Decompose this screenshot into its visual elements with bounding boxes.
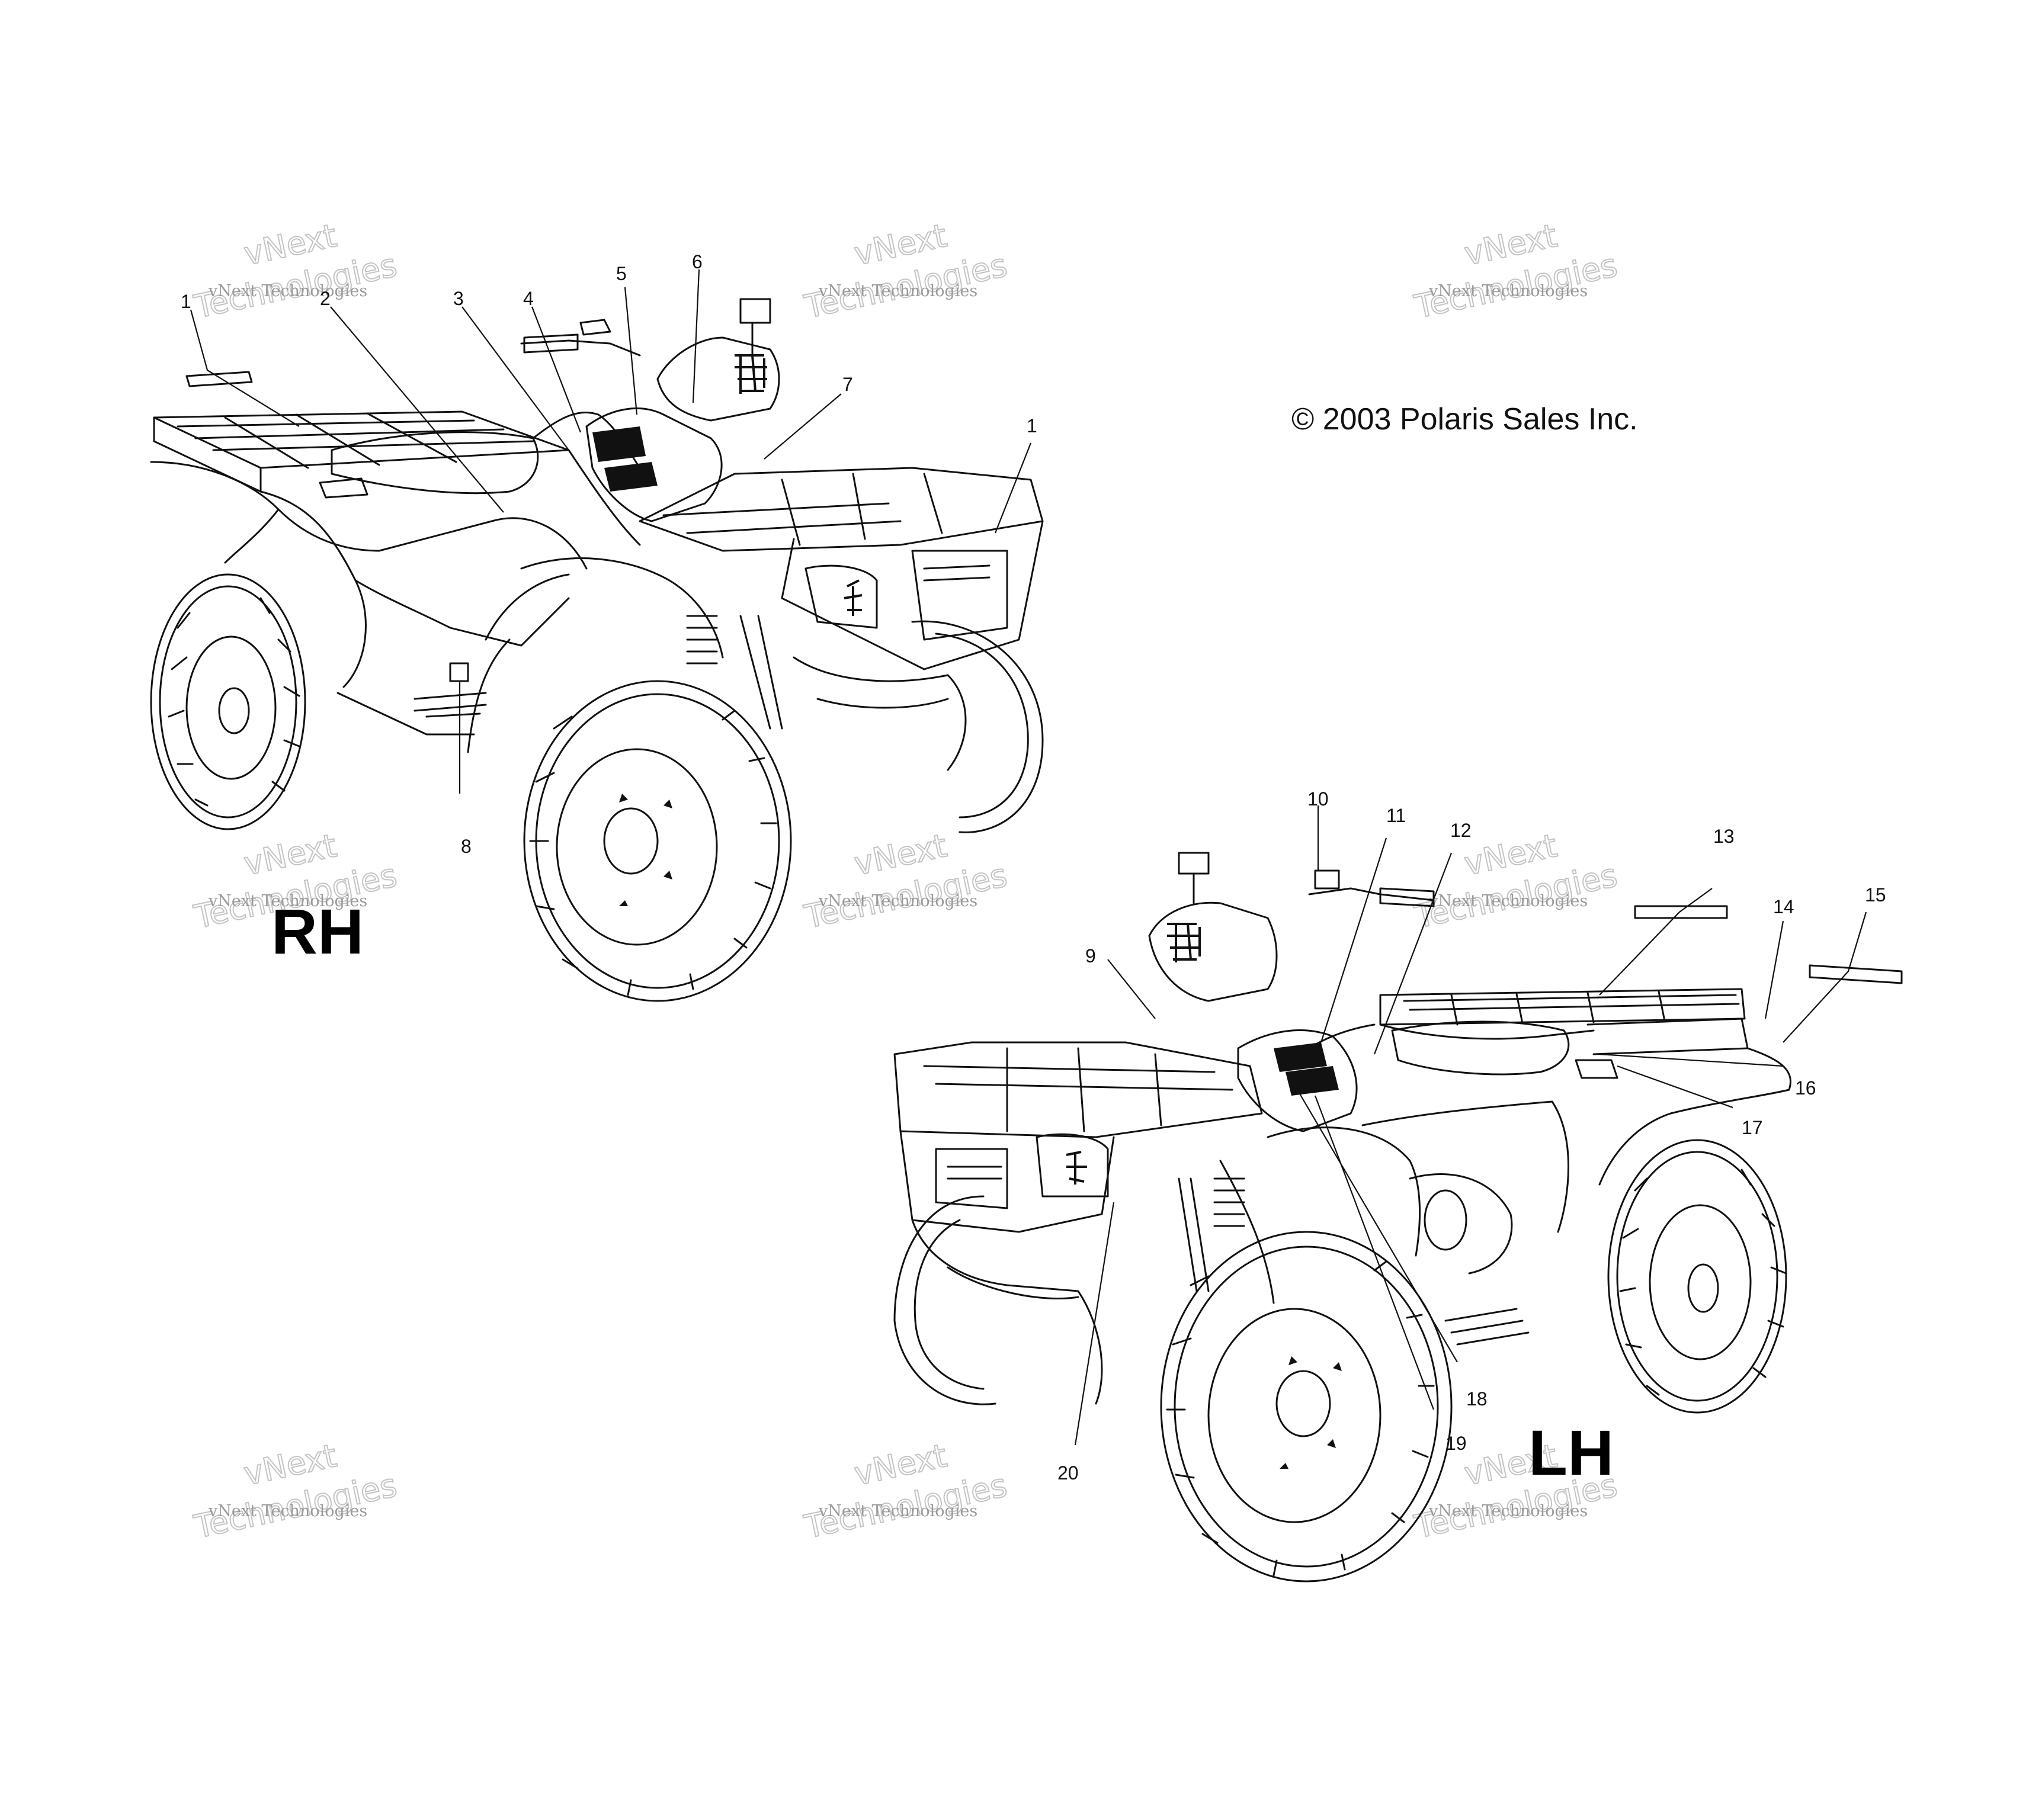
far-front-wheel bbox=[911, 620, 1044, 833]
rear-wheel bbox=[1607, 1139, 1787, 1414]
callout-number: 15 bbox=[1865, 884, 1886, 906]
watermark-text: vNext Technologies bbox=[208, 282, 367, 300]
callout-number: 7 bbox=[842, 374, 853, 395]
callout-number: 12 bbox=[1450, 820, 1472, 841]
watermark-text: vNext Technologies bbox=[208, 1502, 367, 1520]
watermark-text: vNext Technologies bbox=[1428, 282, 1588, 300]
callout-number: 3 bbox=[453, 288, 464, 309]
watermark: vNext Technologies vNext Technologies bbox=[1411, 826, 1621, 936]
atv-body bbox=[150, 407, 724, 753]
front-wheel bbox=[523, 680, 792, 1002]
watermark: vNext Technologies vNext Technologies bbox=[1411, 216, 1621, 326]
callout-number: 6 bbox=[692, 251, 703, 272]
watermark-text: vNext Technologies bbox=[818, 1502, 977, 1520]
copyright-notice: © 2003 Polaris Sales Inc. bbox=[1291, 402, 1638, 436]
rear-rack bbox=[1379, 988, 1749, 1055]
callout-number: 1 bbox=[181, 291, 191, 312]
lh-callouts: 9 10 11 12 13 14 15 16 17 18 19 20 bbox=[1057, 788, 1886, 1484]
callout-number: 10 bbox=[1307, 788, 1329, 810]
decal-strip bbox=[1809, 964, 1903, 984]
callout-number: 14 bbox=[1773, 896, 1794, 917]
decal-strip bbox=[1634, 905, 1728, 919]
watermark: vNext Technologies vNext Technologies bbox=[800, 826, 1011, 936]
rear-wheel bbox=[150, 573, 306, 830]
callout-number: 13 bbox=[1713, 826, 1735, 847]
callout-number: 9 bbox=[1085, 945, 1096, 967]
watermark-text: vNext Technologies bbox=[818, 282, 977, 300]
rh-leader-lines bbox=[190, 269, 1032, 794]
watermark: vNext Technologies vNext Technologies bbox=[800, 216, 1011, 326]
rh-callouts: 1 2 3 4 5 6 7 1 8 bbox=[181, 251, 1037, 857]
decal-strip bbox=[185, 371, 253, 387]
callout-number: 20 bbox=[1057, 1462, 1079, 1484]
callout-number: 4 bbox=[523, 288, 534, 309]
watermark-text: vNext Technologies bbox=[818, 892, 977, 910]
front-rack bbox=[319, 298, 1044, 771]
callout-number: 2 bbox=[320, 288, 331, 309]
view-label-lh: LH bbox=[1528, 1417, 1614, 1488]
callout-number: 1 bbox=[1027, 415, 1037, 436]
watermark: vNext Technologies vNext Technologies bbox=[800, 1436, 1011, 1546]
atv-left-hand-view bbox=[893, 852, 1903, 1583]
callout-number: 8 bbox=[461, 836, 472, 857]
callout-number: 11 bbox=[1386, 805, 1406, 826]
callout-number: 18 bbox=[1466, 1388, 1488, 1410]
lh-leader-lines bbox=[1074, 805, 1867, 1446]
callout-number: 16 bbox=[1795, 1077, 1816, 1099]
callout-number: 5 bbox=[616, 263, 627, 284]
watermark-text: vNext Technologies bbox=[208, 892, 367, 910]
watermark: vNext Technologies vNext Technologies bbox=[190, 216, 400, 326]
front-rack bbox=[893, 852, 1618, 1405]
watermark-text: vNext Technologies bbox=[1428, 892, 1588, 910]
far-front-wheel bbox=[893, 1195, 996, 1405]
watermark: vNext Technologies vNext Technologies bbox=[190, 1436, 400, 1546]
front-wheel bbox=[1160, 1231, 1453, 1583]
callout-number: 17 bbox=[1742, 1117, 1763, 1138]
view-label-rh: RH bbox=[271, 895, 364, 967]
watermark-text: vNext Technologies bbox=[1428, 1502, 1588, 1520]
callout-number: 19 bbox=[1445, 1433, 1467, 1454]
